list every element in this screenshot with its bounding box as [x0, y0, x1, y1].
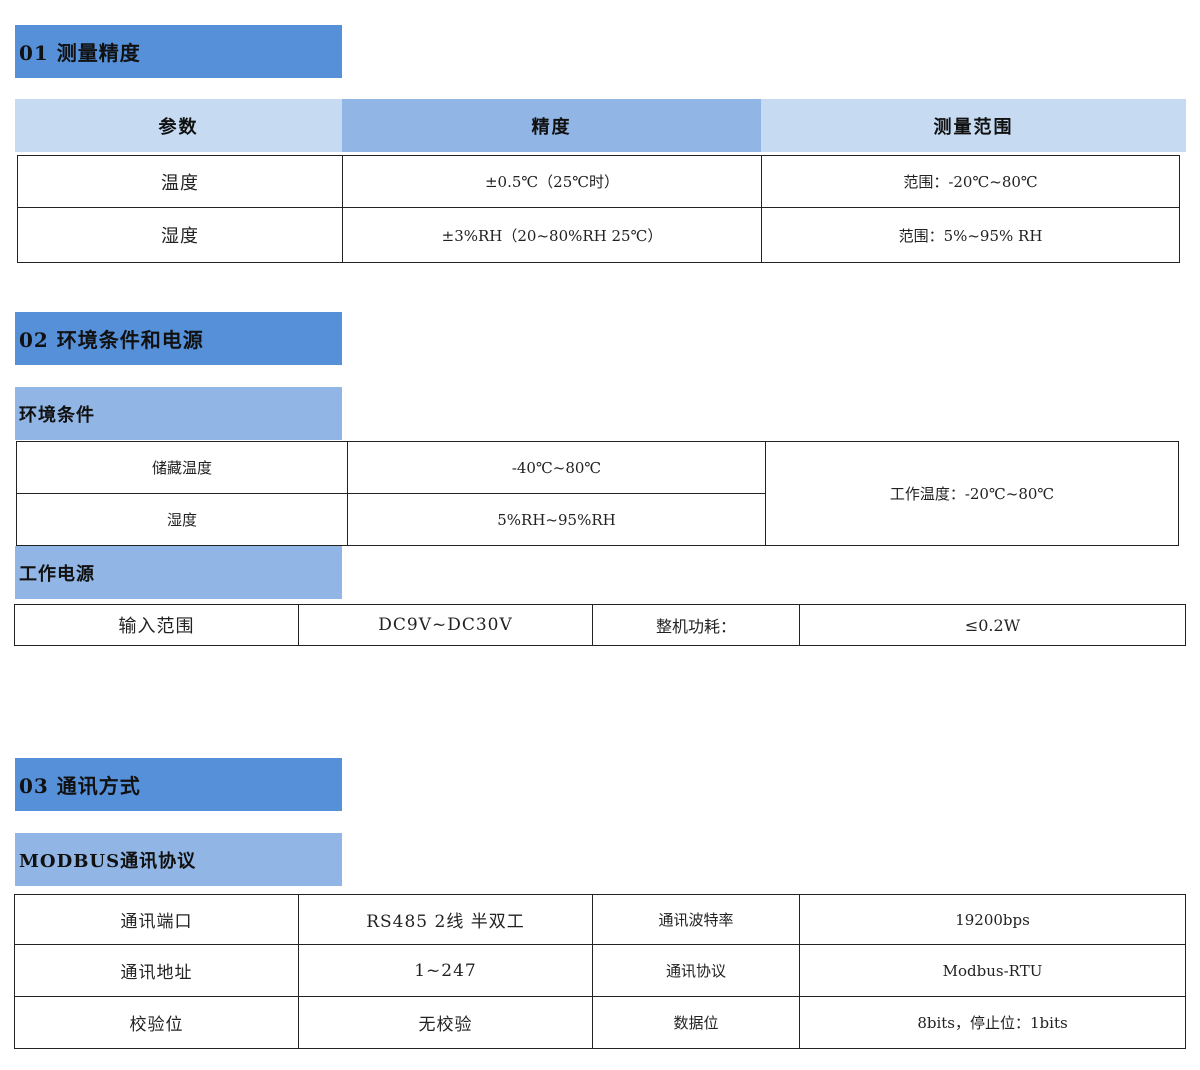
- power-table: 输入范围 DC9V~DC30V 整机功耗： ≤0.2W: [14, 604, 1186, 646]
- subsection-title-modbus: MODBUS通讯协议: [15, 833, 342, 886]
- subsection-title-environment: 环境条件: [15, 387, 342, 440]
- table-row: 通讯端口 RS485 2线 半双工 通讯波特率 19200bps: [14, 894, 1186, 945]
- subsection-title-power: 工作电源: [15, 546, 342, 599]
- env-storage-temp-label: 储藏温度: [16, 441, 348, 494]
- table-row: 通讯地址 1~247 通讯协议 Modbus-RTU: [14, 944, 1186, 997]
- protocol-value: Modbus-RTU: [799, 944, 1186, 997]
- section-title-measurement-accuracy: 01 测量精度: [15, 25, 342, 78]
- table-row: 储藏温度 -40℃~80℃ 工作温度：-20℃~80℃: [16, 441, 1179, 546]
- comm-address-value: 1~247: [298, 944, 593, 997]
- power-input-range-label: 输入范围: [14, 604, 299, 646]
- section-title-environment-power: 02 环境条件和电源: [15, 312, 342, 365]
- header-parameter: 参数: [15, 99, 342, 152]
- power-consumption-label: 整机功耗：: [592, 604, 800, 646]
- parity-value: 无校验: [298, 996, 593, 1049]
- header-accuracy: 精度: [342, 99, 761, 152]
- baud-rate-label: 通讯波特率: [592, 894, 800, 945]
- data-bits-value: 8bits，停止位：1bits: [799, 996, 1186, 1049]
- accuracy-table: 温度 ±0.5℃（25℃时） 范围：-20℃~80℃ 湿度 ±3%RH（20~8…: [17, 155, 1180, 263]
- comm-port-value: RS485 2线 半双工: [298, 894, 593, 945]
- accuracy-table-header: 参数 精度 测量范围: [15, 99, 1186, 152]
- env-humidity-label: 湿度: [16, 493, 348, 546]
- accuracy-temperature: ±0.5℃（25℃时）: [342, 155, 762, 208]
- env-storage-temp-value: -40℃~80℃: [347, 441, 766, 494]
- table-row: 湿度 5%RH~95%RH: [16, 493, 1179, 546]
- section-title-communication: 03 通讯方式: [15, 758, 342, 811]
- range-humidity: 范围：5%~95% RH: [761, 207, 1180, 263]
- param-temperature: 温度: [17, 155, 343, 208]
- comm-address-label: 通讯地址: [14, 944, 299, 997]
- power-input-range-value: DC9V~DC30V: [298, 604, 593, 646]
- modbus-table: 通讯端口 RS485 2线 半双工 通讯波特率 19200bps 通讯地址 1~…: [14, 894, 1186, 1049]
- range-temperature: 范围：-20℃~80℃: [761, 155, 1180, 208]
- table-row: 输入范围 DC9V~DC30V 整机功耗： ≤0.2W: [14, 604, 1186, 646]
- protocol-label: 通讯协议: [592, 944, 800, 997]
- param-humidity: 湿度: [17, 207, 343, 263]
- baud-rate-value: 19200bps: [799, 894, 1186, 945]
- table-row: 湿度 ±3%RH（20~80%RH 25℃） 范围：5%~95% RH: [17, 207, 1180, 263]
- environment-table: 储藏温度 -40℃~80℃ 工作温度：-20℃~80℃ 湿度 5%RH~95%R…: [16, 441, 1179, 546]
- comm-port-label: 通讯端口: [14, 894, 299, 945]
- power-consumption-value: ≤0.2W: [799, 604, 1186, 646]
- env-humidity-value: 5%RH~95%RH: [347, 493, 766, 546]
- table-row: 校验位 无校验 数据位 8bits，停止位：1bits: [14, 996, 1186, 1049]
- accuracy-humidity: ±3%RH（20~80%RH 25℃）: [342, 207, 762, 263]
- data-bits-label: 数据位: [592, 996, 800, 1049]
- table-row: 温度 ±0.5℃（25℃时） 范围：-20℃~80℃: [17, 155, 1180, 208]
- header-range: 测量范围: [761, 99, 1186, 152]
- env-work-temp: 工作温度：-20℃~80℃: [765, 441, 1179, 546]
- parity-label: 校验位: [14, 996, 299, 1049]
